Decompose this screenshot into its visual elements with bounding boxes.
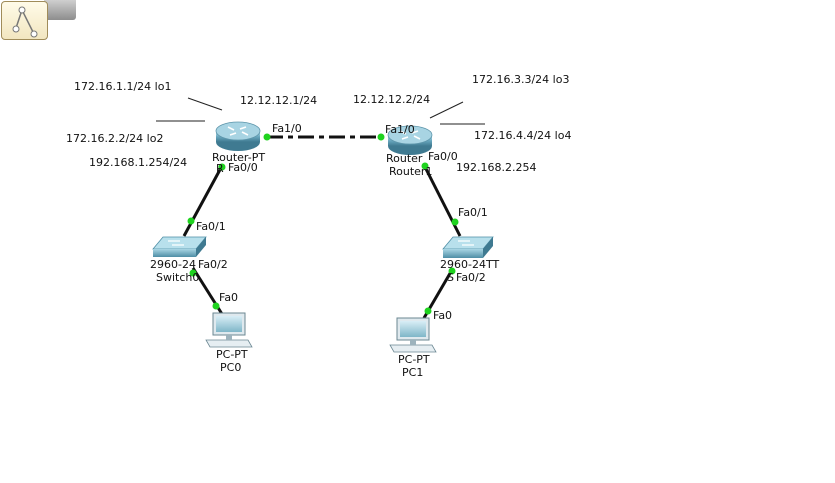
toolbox xyxy=(0,0,76,40)
switch1[interactable] xyxy=(442,236,494,258)
r1-lo4-label: 172.16.4.4/24 lo4 xyxy=(474,129,572,142)
router0-top xyxy=(215,121,261,141)
port-dot-sw0-fa01 xyxy=(187,217,195,225)
port-dot-r0-fa00 xyxy=(218,163,226,171)
r0-lo2-label: 172.16.2.2/24 lo2 xyxy=(66,132,164,145)
port-dot-r1-fa10 xyxy=(377,133,385,141)
pc0-name-label: PC0 xyxy=(220,361,242,374)
topology-select-icon xyxy=(12,6,38,38)
pc0-keyboard xyxy=(205,339,253,348)
r0-lan-ip-label: 192.168.1.254/24 xyxy=(89,156,188,169)
port-dot-sw1-fa02 xyxy=(448,267,456,275)
router1-top xyxy=(387,125,433,145)
pc1-screen xyxy=(400,321,426,337)
switch0[interactable] xyxy=(152,236,207,257)
switch1-name-fragment: S xyxy=(447,271,454,284)
pc0[interactable] xyxy=(205,312,253,348)
lo3-pointer-line xyxy=(429,101,464,119)
port-dot-sw0-fa02 xyxy=(189,269,197,277)
router-arrows-icon xyxy=(227,126,249,136)
switch1-side xyxy=(483,237,493,258)
pc1-fa0-label: Fa0 xyxy=(433,309,453,322)
palette-tab[interactable] xyxy=(44,0,76,20)
pc1-keyboard xyxy=(389,344,437,353)
r1-lo3-label: 172.16.3.3/24 lo3 xyxy=(472,73,570,86)
switch1-model-label: 2960-24TT xyxy=(440,258,500,271)
sw0-fa02-label: Fa0/2 xyxy=(198,258,228,271)
switch0-front xyxy=(153,249,196,257)
router1[interactable] xyxy=(387,125,433,155)
port-dot-pc1-fa0 xyxy=(424,307,432,315)
pc1-name-label: PC1 xyxy=(402,366,424,379)
port-indicators xyxy=(187,133,459,315)
pc0-model-label: PC-PT xyxy=(216,348,248,361)
sw1-fa02-label: Fa0/2 xyxy=(456,271,486,284)
r0-fa00-label: Fa0/0 xyxy=(228,161,258,174)
r1-fa00-label: Fa0/0 xyxy=(428,150,458,163)
r1-lan-ip-label: 192.168.2.254 xyxy=(456,161,537,174)
r0-lo1-label: 172.16.1.1/24 lo1 xyxy=(74,80,172,93)
switch0-model-label: 2960-24 xyxy=(150,258,196,271)
port-dot-pc0-fa0 xyxy=(212,302,220,310)
r1-wan-ip-label: 12.12.12.2/24 xyxy=(353,93,431,106)
pc1-stand xyxy=(410,340,416,345)
r1-fa10-label: Fa1/0 xyxy=(385,123,415,136)
lo1-pointer-line xyxy=(187,97,223,111)
port-dot-r0-fa10 xyxy=(263,133,271,141)
router0-name-fragment: R xyxy=(216,162,224,175)
r0-fa10-label: Fa1/0 xyxy=(272,122,302,135)
pc0-stand xyxy=(226,335,232,340)
pc1-model-label: PC-PT xyxy=(398,353,430,366)
switch-arrows-icon xyxy=(168,240,184,246)
r0-wan-ip-label: 12.12.12.1/24 xyxy=(240,94,318,107)
sw0-fa01-label: Fa0/1 xyxy=(196,220,226,233)
topology-select-button[interactable] xyxy=(1,1,48,40)
sw1-fa01-label: Fa0/1 xyxy=(458,206,488,219)
router1-model-label: Router xyxy=(386,152,423,165)
switch0-side xyxy=(196,237,206,257)
switch1-front xyxy=(443,249,483,258)
router0[interactable] xyxy=(215,121,261,151)
pc1[interactable] xyxy=(389,317,437,353)
port-dot-r1-fa00 xyxy=(421,162,429,170)
router0-model-label: Router-PT xyxy=(212,151,266,164)
switch0-name-label: Switch0 xyxy=(156,271,200,284)
router-arrows-icon xyxy=(399,130,421,140)
pc0-screen xyxy=(216,316,242,332)
port-dot-sw1-fa01 xyxy=(451,218,459,226)
switch-arrows-icon xyxy=(458,240,474,246)
pc0-fa0-label: Fa0 xyxy=(219,291,239,304)
router1-name-label: Router1 xyxy=(389,165,433,178)
